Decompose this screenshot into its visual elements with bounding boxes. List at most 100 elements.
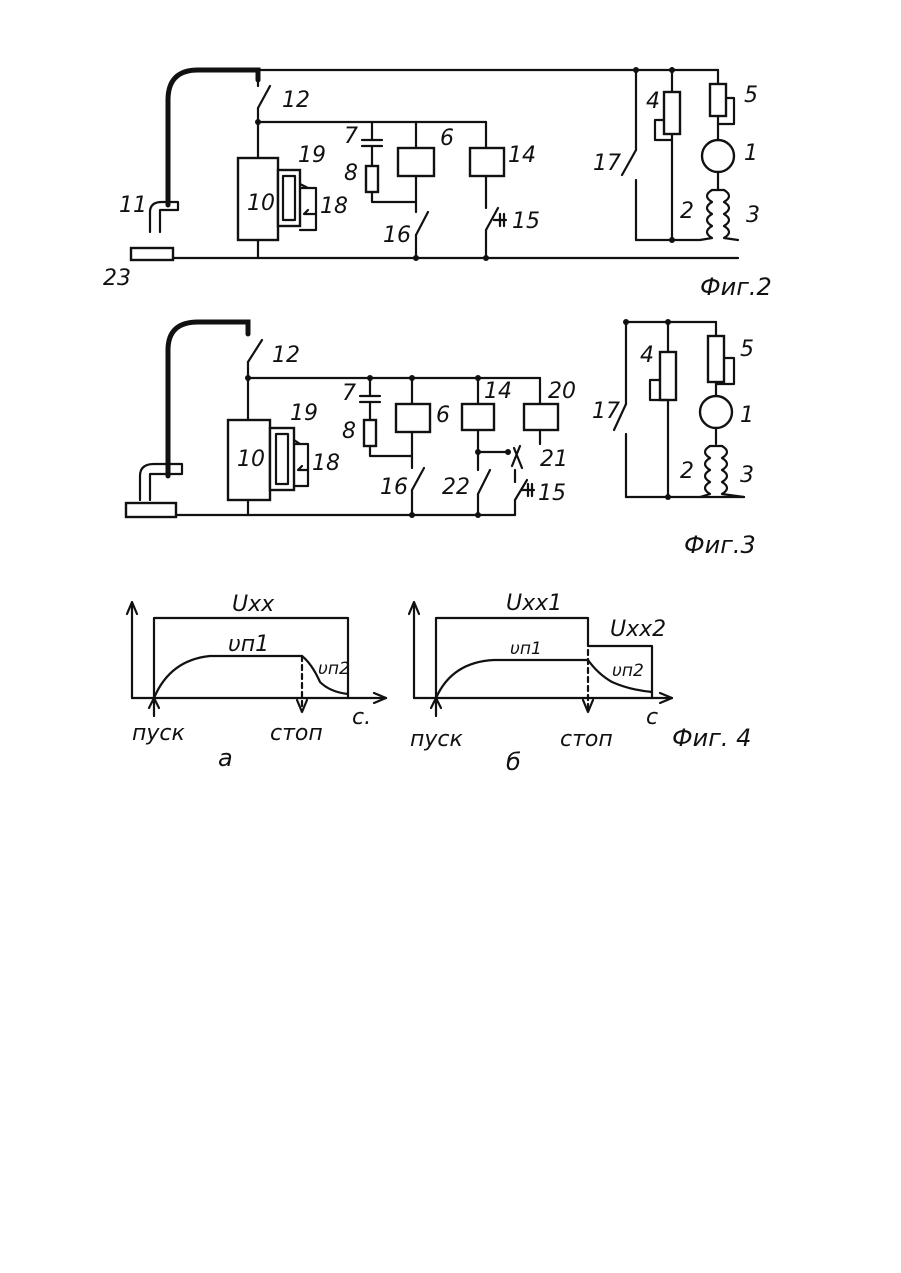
figure-4-timing-diagrams: Uxx υп1 υп2 пуск стоп с. а Uxx1 Uxx2 υп1… xyxy=(127,591,751,776)
label-vp1: υп1 xyxy=(510,639,542,659)
label-7: 7 xyxy=(344,124,358,149)
label-12: 12 xyxy=(272,343,300,368)
branch-7-8-return xyxy=(370,446,412,456)
label-stop: стоп xyxy=(270,721,323,746)
label-19: 19 xyxy=(298,143,326,168)
label-2: 2 xyxy=(680,459,694,484)
workpiece xyxy=(126,503,176,517)
relay-coil-14 xyxy=(470,148,504,176)
label-10: 10 xyxy=(247,191,275,216)
resistor-8 xyxy=(366,166,378,192)
label-16: 16 xyxy=(380,475,408,500)
label-axis-unit: с xyxy=(646,705,658,730)
label-7: 7 xyxy=(342,381,356,406)
label-20: 20 xyxy=(548,379,576,404)
regulator-19 xyxy=(270,428,294,490)
label-21: 21 xyxy=(540,447,568,472)
label-5: 5 xyxy=(740,337,754,362)
node xyxy=(409,512,415,518)
label-3: 3 xyxy=(746,203,760,228)
label-vp1: υп1 xyxy=(228,632,269,657)
timing-graph-a: Uxx υп1 υп2 пуск стоп с. а xyxy=(127,592,386,772)
figure-2-circuit: 12 7 8 6 14 19 18 10 11 23 16 15 17 4 5 … xyxy=(103,67,772,301)
resistor-5 xyxy=(710,84,726,116)
label-15: 15 xyxy=(538,481,566,506)
node xyxy=(475,512,481,518)
label-18: 18 xyxy=(312,451,340,476)
relay-coil-20 xyxy=(524,404,558,430)
timing-graph-b: Uxx1 Uxx2 υп1 υп2 пуск стоп с б xyxy=(409,591,672,776)
regulator-19 xyxy=(278,170,300,226)
label-axis-unit: с. xyxy=(352,705,371,730)
label-8: 8 xyxy=(344,161,358,186)
resistor-8 xyxy=(364,420,376,446)
label-subfigure: б xyxy=(506,748,521,776)
label-start: пуск xyxy=(132,721,185,746)
slider-18-arrow xyxy=(304,210,316,214)
label-14: 14 xyxy=(484,379,512,404)
button-15-pusher xyxy=(494,214,506,226)
label-4: 4 xyxy=(646,89,660,114)
contact-21 xyxy=(512,446,522,468)
node xyxy=(483,255,489,261)
label-1: 1 xyxy=(744,141,758,166)
label-10: 10 xyxy=(237,447,265,472)
label-16: 16 xyxy=(383,223,411,248)
label-17: 17 xyxy=(592,399,620,424)
motor-1 xyxy=(702,140,734,172)
node xyxy=(413,255,419,261)
switch-17-blade xyxy=(622,150,636,175)
label-19: 19 xyxy=(290,401,318,426)
label-stop: стоп xyxy=(560,727,613,752)
label-8: 8 xyxy=(342,419,356,444)
label-uxx: Uxx xyxy=(232,592,275,617)
contact-16 xyxy=(416,212,428,235)
welding-torch xyxy=(150,202,178,232)
label-18: 18 xyxy=(320,194,348,219)
label-vp2: υп2 xyxy=(318,659,350,679)
label-2: 2 xyxy=(680,199,694,224)
node xyxy=(505,449,511,455)
label-uxx2: Uxx2 xyxy=(610,617,666,642)
label-6: 6 xyxy=(436,403,450,428)
node xyxy=(665,494,671,500)
label-22: 22 xyxy=(442,475,470,500)
workpiece xyxy=(131,248,173,260)
welding-torch xyxy=(140,464,182,500)
switch-12-blade xyxy=(248,340,262,362)
winding-2 xyxy=(700,446,710,497)
label-23: 23 xyxy=(103,266,131,291)
relay-coil-6 xyxy=(396,404,430,432)
label-vp2: υп2 xyxy=(612,661,644,681)
label-11: 11 xyxy=(119,193,147,218)
label-start: пуск xyxy=(410,727,463,752)
label-3: 3 xyxy=(740,463,754,488)
motor-1 xyxy=(700,396,732,428)
branch-7-8-return xyxy=(372,192,416,202)
slider-18 xyxy=(300,184,316,230)
figure-3-circuit: 12 7 8 6 14 20 21 22 16 15 19 18 10 17 4… xyxy=(126,319,756,559)
start-arrow xyxy=(431,698,441,716)
label-15: 15 xyxy=(512,209,540,234)
contact-22 xyxy=(478,470,490,494)
label-1: 1 xyxy=(740,403,754,428)
label-17: 17 xyxy=(593,151,621,176)
contact-16 xyxy=(412,468,424,490)
figure-2-caption: Фиг.2 xyxy=(700,273,772,301)
slider-18-arrow xyxy=(298,466,308,470)
switch-12-blade xyxy=(258,86,270,108)
slider-18 xyxy=(294,440,308,486)
relay-coil-6 xyxy=(398,148,434,176)
start-arrow xyxy=(149,698,159,716)
winding-3 xyxy=(724,190,738,240)
label-subfigure: а xyxy=(218,744,233,772)
figure-3-caption: Фиг.3 xyxy=(684,531,756,559)
label-6: 6 xyxy=(440,126,454,151)
label-14: 14 xyxy=(508,143,536,168)
relay-coil-14 xyxy=(462,404,494,430)
label-4: 4 xyxy=(640,343,654,368)
rheostat-4 xyxy=(664,92,680,134)
label-5: 5 xyxy=(744,83,758,108)
voltage-curve-uxx xyxy=(154,618,348,698)
